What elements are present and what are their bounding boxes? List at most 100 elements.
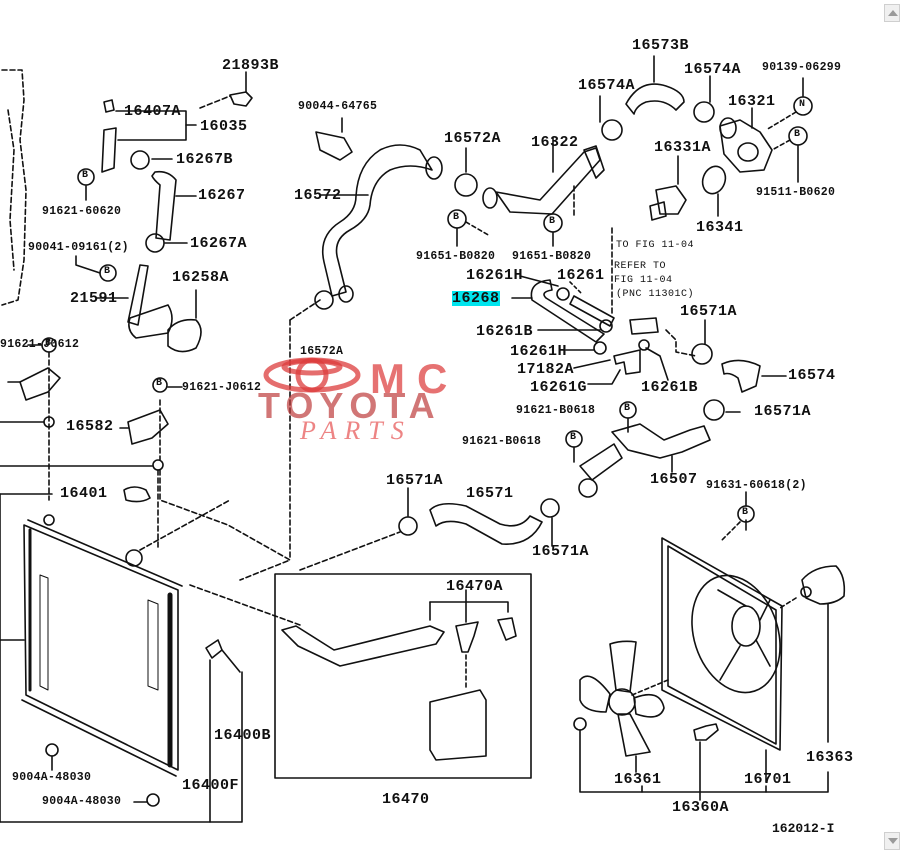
label-21893B[interactable]: 21893B [222,57,280,74]
part-16341-gasket [701,165,727,217]
label-16261H-top[interactable]: 16261H [466,267,524,284]
refer-leaders [611,227,697,357]
label-9004A-48030-a[interactable]: 9004A-48030 [12,771,92,784]
part-16574-hose [691,319,787,421]
label-16267A[interactable]: 16267A [190,235,248,252]
label-91621-B0618-b[interactable]: 91621-B0618 [462,435,542,448]
label-16261B[interactable]: 16261B [476,323,534,340]
label-16400F[interactable]: 16400F [182,777,240,794]
label-17182A[interactable]: 17182A [517,361,575,378]
label-16572[interactable]: 16572 [294,187,342,204]
label-16400B[interactable]: 16400B [214,727,272,744]
label-16571A-low[interactable]: 16571A [532,543,590,560]
callout-b: B [742,507,749,518]
part-16360A-bolt [579,491,829,801]
part-16572A-clamp [454,147,478,197]
callout-b: B [453,212,460,223]
label-16407A[interactable]: 16407A [124,103,182,120]
label-16363[interactable]: 16363 [806,749,854,766]
label-16574A[interactable]: 16574A [684,61,742,78]
label-16507[interactable]: 16507 [650,471,698,488]
callout-b: B [794,129,801,140]
part-16701-fan-shroud [661,537,783,783]
label-16322[interactable]: 16322 [531,134,579,151]
part-16470-reservoir-kit [274,573,532,779]
label-16470A[interactable]: 16470A [446,578,504,595]
label-16574A-left[interactable]: 16574A [578,77,636,94]
part-16035-valve [101,95,231,173]
callout-b: B [45,338,52,349]
label-16572A-top[interactable]: 16572A [444,130,502,147]
note-refer-2[interactable]: FIG 11-04 [614,275,673,286]
part-16321-water-outlet [719,107,773,173]
label-91621-J0612[interactable]: 91621-J0612 [182,381,262,394]
part-16258A-gasket [167,289,202,353]
label-90044-64765[interactable]: 90044-64765 [298,100,378,113]
label-91651-B0820-b[interactable]: 91651-B0820 [512,250,592,263]
label-16321[interactable]: 16321 [728,93,776,110]
label-16268-highlighted[interactable]: 16268 [452,290,500,307]
part-16574A-clamps [599,75,715,141]
part-radiator-core [0,493,243,823]
label-16267[interactable]: 16267 [198,187,246,204]
callout-circles-top-right [765,77,813,183]
toyota-logo-icon [263,357,361,393]
label-16573B[interactable]: 16573B [632,37,690,54]
label-16571A-mid[interactable]: 16571A [386,472,444,489]
label-16341[interactable]: 16341 [696,219,744,236]
part-90044-64765-clamp [315,117,353,161]
callout-circles-91651 [447,209,563,247]
scroll-up-button[interactable] [884,4,900,22]
engine-block-outline [1,69,27,306]
part-16363-fan-motor [779,565,846,743]
part-16268-bypass-hose [511,275,615,355]
part-16571-lower-hose [299,487,560,571]
label-16360A[interactable]: 16360A [672,799,730,816]
label-16261G[interactable]: 16261G [530,379,588,396]
label-16035[interactable]: 16035 [200,118,248,135]
label-16701[interactable]: 16701 [744,771,792,788]
label-16574[interactable]: 16574 [788,367,836,384]
part-16582-brackets [0,337,183,495]
callout-n: N [799,99,806,110]
label-16261B-right[interactable]: 16261B [641,379,699,396]
triangle-up-icon [888,10,898,16]
label-16331A[interactable]: 16331A [654,139,712,156]
label-16258A[interactable]: 16258A [172,269,230,286]
note-refer-1[interactable]: REFER TO [614,261,667,272]
label-91631-60618[interactable]: 91631-60618(2) [706,479,807,492]
label-16261[interactable]: 16261 [557,267,605,284]
part-17182A-pipe [573,317,669,385]
label-16470[interactable]: 16470 [382,791,430,808]
note-to-fig[interactable]: TO FIG 11-04 [616,240,695,251]
scroll-down-button[interactable] [884,832,900,850]
part-16322-water-pipe [482,137,605,219]
label-91511-B0620[interactable]: 91511-B0620 [756,186,836,199]
label-91621-60620[interactable]: 91621-60620 [42,205,122,218]
label-16571A-r1[interactable]: 16571A [680,303,738,320]
callout-b: B [570,432,577,443]
part-16573B-hose [625,55,685,115]
callout-circles-left [75,168,117,282]
note-refer-3[interactable]: (PNC 11301C) [616,289,695,300]
label-90139-06299[interactable]: 90139-06299 [762,61,842,74]
label-16582[interactable]: 16582 [66,418,114,435]
label-16572A-bottom[interactable]: 16572A [300,345,344,358]
label-16571[interactable]: 16571 [466,485,514,502]
label-16571A-r2[interactable]: 16571A [754,403,812,420]
part-16267-hose [130,150,197,253]
label-16267B[interactable]: 16267B [176,151,234,168]
label-21591[interactable]: 21591 [70,290,118,307]
callout-b: B [549,216,556,227]
part-21893B-sensor [229,71,253,107]
triangle-down-icon [888,838,898,844]
figure-reference-id: 162012-I [772,821,835,836]
label-91621-B0618-a[interactable]: 91621-B0618 [516,404,596,417]
label-90041-09161[interactable]: 90041-09161(2) [28,241,129,254]
label-16261H-bottom[interactable]: 16261H [510,343,568,360]
label-9004A-48030-b[interactable]: 9004A-48030 [42,795,122,808]
label-91621-J0612-left[interactable]: 91621-J0612 [0,338,80,351]
label-91651-B0820-a[interactable]: 91651-B0820 [416,250,496,263]
label-16401[interactable]: 16401 [60,485,108,502]
label-16361[interactable]: 16361 [614,771,662,788]
